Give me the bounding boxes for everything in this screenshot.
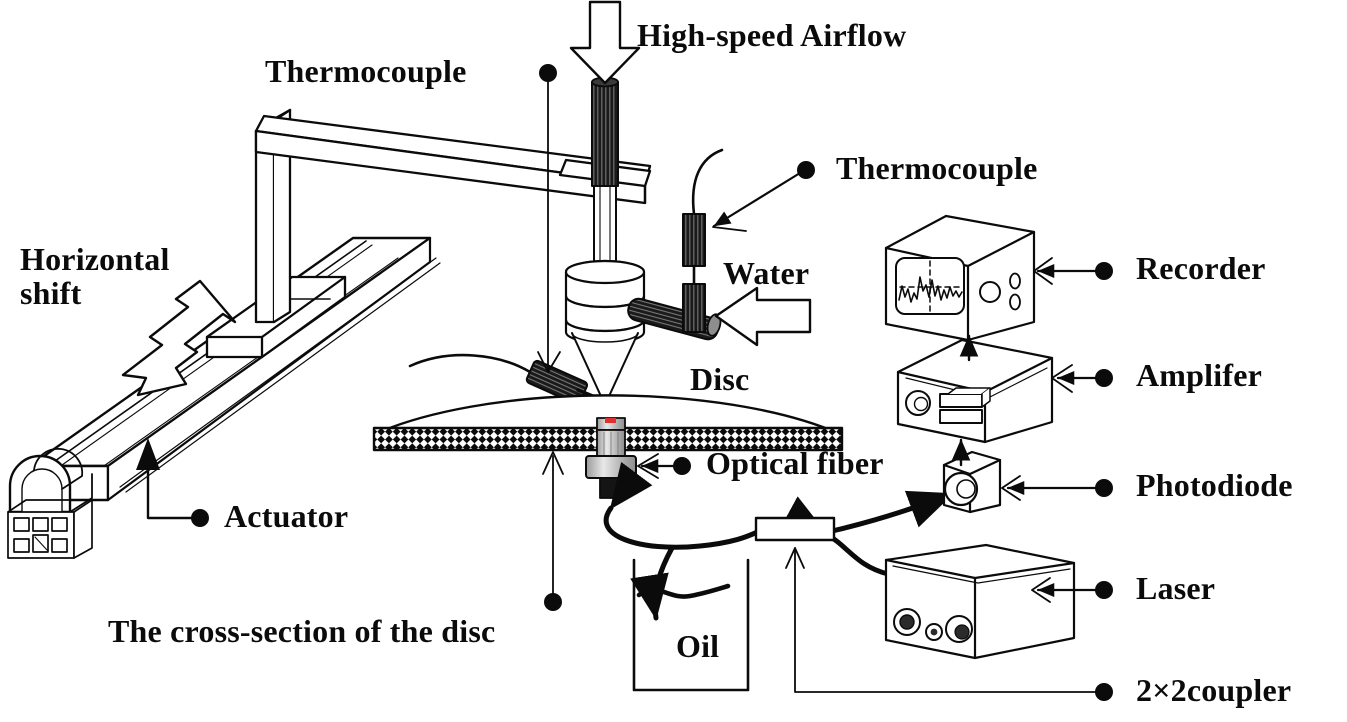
label-recorder: Recorder — [1136, 250, 1266, 286]
thermocouple-probe-2 — [682, 148, 724, 333]
callout-dot-coupler — [1095, 683, 1113, 701]
oil-beaker — [632, 558, 750, 692]
recorder-box — [884, 214, 1036, 342]
label-thermocouple-right: Thermocouple — [836, 150, 1038, 186]
label-disc: Disc — [690, 361, 750, 397]
label-coupler: 2×2coupler — [1136, 672, 1292, 708]
water-block-arrow — [714, 286, 812, 347]
signal-flow-arrows — [951, 334, 979, 467]
callout-dot-actuator — [191, 509, 209, 527]
coupler-2x2 — [754, 516, 836, 542]
callout-dot-amplifier — [1095, 369, 1113, 387]
callout-dot-optical-fiber — [673, 457, 691, 475]
airflow-block-arrow — [569, 0, 641, 85]
gantry-arm — [254, 108, 652, 324]
disc — [373, 394, 842, 436]
nozzle — [564, 76, 722, 406]
callout-dot-thermocouple-top — [539, 64, 557, 82]
label-water: Water — [723, 255, 810, 291]
label-photodiode: Photodiode — [1136, 467, 1293, 503]
callout-dot-recorder — [1095, 262, 1113, 280]
amplifier-box — [896, 338, 1054, 444]
callout-dot-photodiode — [1095, 479, 1113, 497]
callout-leaders — [136, 64, 1113, 701]
label-high-speed-airflow: High-speed Airflow — [637, 17, 907, 53]
label-horizontal-shift-line2: shift — [20, 274, 82, 311]
label-oil: Oil — [676, 628, 720, 664]
label-horizontal-shift-line1: Horizontal — [20, 241, 170, 277]
label-optical-fiber: Optical fiber — [706, 445, 884, 481]
photodiode-box — [942, 450, 1002, 514]
label-thermocouple-top: Thermocouple — [265, 53, 467, 89]
callout-dot-laser — [1095, 581, 1113, 599]
horizontal-shift-arrow — [121, 279, 237, 397]
label-cross-section: The cross-section of the disc — [108, 613, 496, 649]
callout-dot-thermocouple-right — [797, 161, 815, 179]
callout-dot-cross-section — [544, 593, 562, 611]
label-laser: Laser — [1136, 570, 1216, 606]
laser-box — [884, 543, 1076, 660]
label-actuator: Actuator — [224, 498, 349, 534]
label-amplifier: Amplifer — [1136, 357, 1263, 393]
